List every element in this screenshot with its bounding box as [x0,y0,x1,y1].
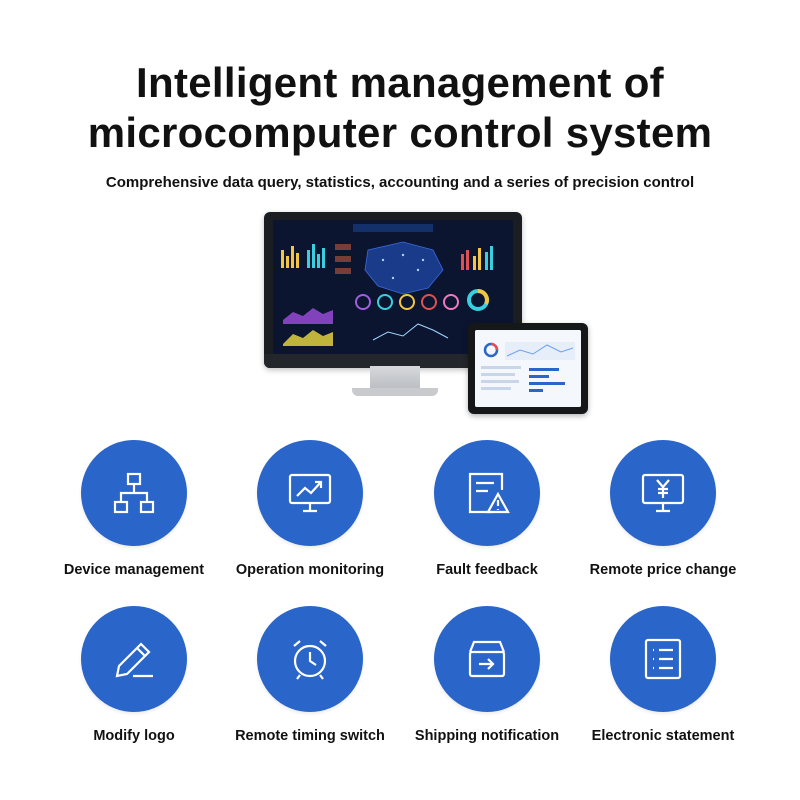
electronic-statement-circle [610,606,716,712]
remote-price-change-circle [610,440,716,546]
dashboard-screen [273,220,513,354]
pencil-icon [115,642,153,678]
shipping-notification-circle [434,606,540,712]
feature-label: Remote price change [589,562,737,578]
feature-shipping-notification: Shipping notification [397,606,577,744]
feature-label: Shipping notification [414,728,560,744]
alarm-clock-icon [293,640,327,680]
modify-logo-circle [81,606,187,712]
title-line-2: microcomputer control system [87,109,713,156]
list-document-icon [644,638,682,680]
feature-electronic-statement: Electronic statement [573,606,753,744]
tablet-screen [475,330,581,407]
feature-modify-logo: Modify logo [44,606,224,744]
device-management-circle [81,440,187,546]
tablet-dashboard-illustration [475,330,581,407]
operation-monitoring-circle [257,440,363,546]
fault-feedback-circle [434,440,540,546]
feature-label: Operation monitoring [235,562,385,578]
document-warning-icon [468,472,510,514]
feature-remote-timing-switch: Remote timing switch [220,606,400,744]
feature-remote-price-change: Remote price change [573,440,753,578]
feature-label: Fault feedback [436,562,538,578]
network-hierarchy-icon [113,472,155,514]
feature-label: Electronic statement [591,728,735,744]
monitor-trend-icon [288,473,332,513]
monitor-image [264,212,522,368]
tablet-image [468,323,588,414]
monitor-yen-icon [641,473,685,513]
feature-label: Device management [63,562,205,578]
feature-device-management: Device management [44,440,224,578]
page-subtitle: Comprehensive data query, statistics, ac… [105,174,695,191]
feature-label: Modify logo [93,728,175,744]
monitor-base [352,388,438,396]
monitor-stand [370,366,420,390]
remote-timing-switch-circle [257,606,363,712]
feature-fault-feedback: Fault feedback [397,440,577,578]
feature-label: Remote timing switch [235,728,385,744]
feature-operation-monitoring: Operation monitoring [220,440,400,578]
title-line-1: Intelligent management of [136,59,664,106]
inbox-arrow-icon [468,640,506,678]
page-title: Intelligent management of microcomputer … [0,58,800,158]
